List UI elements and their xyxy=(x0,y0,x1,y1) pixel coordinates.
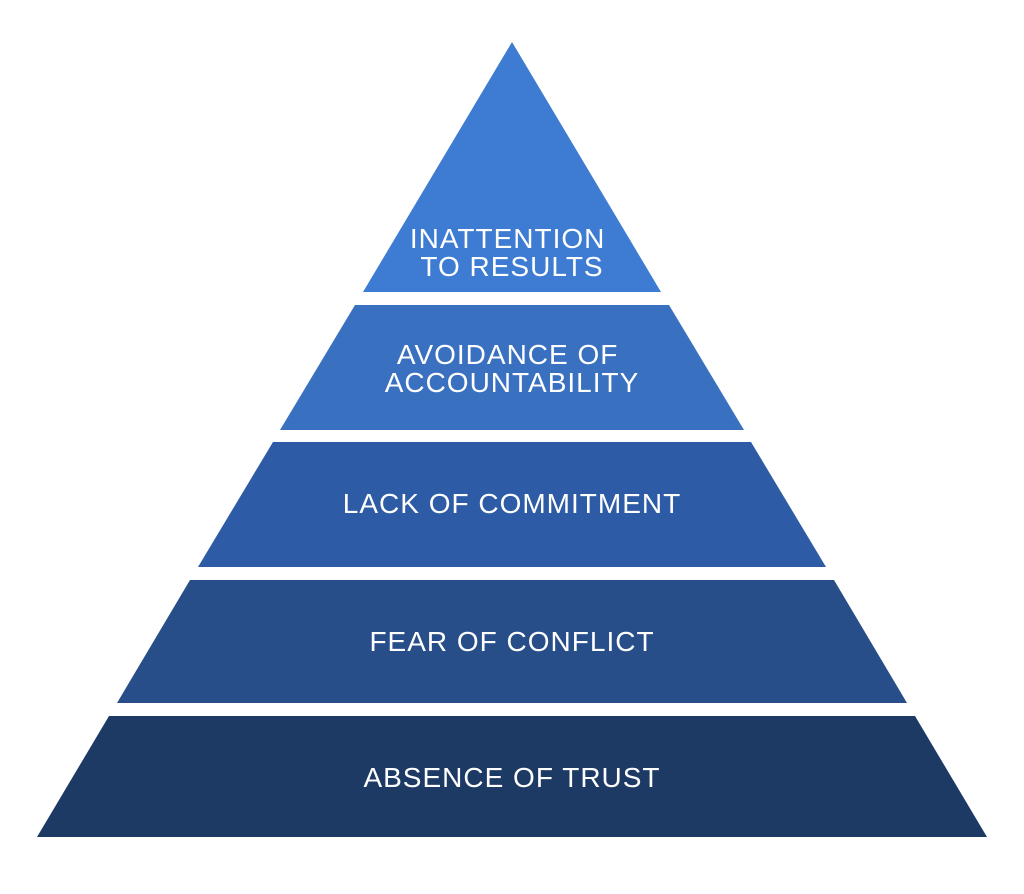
pyramid-level-lack-of-commitment-label: LACK OF COMMITMENT xyxy=(343,488,681,519)
pyramid-level-fear-of-conflict-shape xyxy=(117,580,907,703)
pyramid-level-absence-of-trust-label: ABSENCE OF TRUST xyxy=(363,762,660,793)
pyramid-level-lack-of-commitment-shape xyxy=(198,442,826,567)
label-line: ACCOUNTABILITY xyxy=(385,367,640,398)
label-line: LACK OF COMMITMENT xyxy=(343,488,681,519)
pyramid-level-absence-of-trust-shape xyxy=(37,716,987,837)
label-line: AVOIDANCE OF xyxy=(397,339,619,370)
label-line: TO RESULTS xyxy=(420,251,603,282)
pyramid-level-inattention-to-results-label: INATTENTION TO RESULTS xyxy=(410,223,614,282)
label-line: ABSENCE OF TRUST xyxy=(363,762,660,793)
label-line: FEAR OF CONFLICT xyxy=(369,626,654,657)
pyramid-level-avoidance-of-accountability-label: AVOIDANCE OF ACCOUNTABILITY xyxy=(385,339,640,398)
pyramid-level-avoidance-of-accountability-shape xyxy=(280,305,744,430)
pyramid-level-fear-of-conflict-label: FEAR OF CONFLICT xyxy=(369,626,654,657)
pyramid-level-inattention-to-results-shape xyxy=(363,42,661,292)
label-line: INATTENTION xyxy=(410,223,606,254)
